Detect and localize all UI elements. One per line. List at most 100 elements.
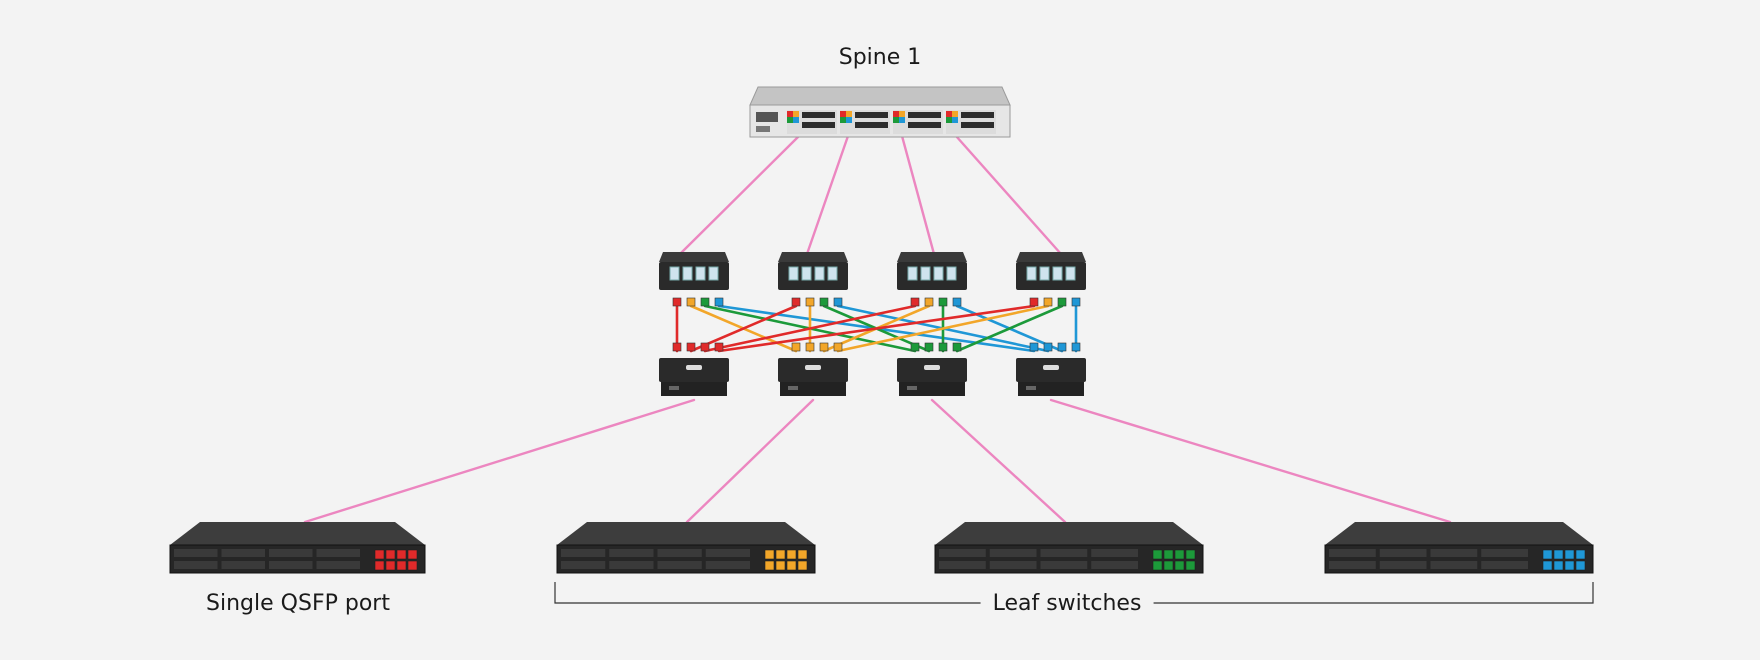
highlighted-port bbox=[385, 549, 396, 560]
cassette-top bbox=[659, 252, 729, 262]
highlighted-port bbox=[396, 560, 407, 571]
port-row bbox=[174, 561, 218, 569]
mpo-adapter bbox=[907, 266, 918, 281]
port-row bbox=[1329, 549, 1376, 557]
cables bbox=[303, 134, 1452, 524]
mpo-adapter bbox=[682, 266, 693, 281]
leaf-switch-2 bbox=[556, 522, 816, 574]
lane-port bbox=[893, 117, 899, 123]
lane-port bbox=[899, 117, 905, 123]
highlighted-port bbox=[1174, 549, 1185, 560]
lane-port bbox=[846, 117, 852, 123]
breakout-cassette bbox=[778, 252, 848, 307]
shuffle-fiber bbox=[836, 304, 1050, 353]
shuffle-fiber bbox=[703, 304, 917, 353]
combining-cassette bbox=[778, 342, 848, 396]
highlighted-port bbox=[1185, 560, 1196, 571]
highlighted-port bbox=[1564, 549, 1575, 560]
port-row bbox=[1430, 561, 1478, 569]
mgmt-port bbox=[756, 112, 778, 122]
trunk-cable bbox=[805, 134, 850, 256]
lc-port bbox=[1029, 297, 1039, 307]
lc-port bbox=[952, 342, 962, 352]
port-row bbox=[1379, 561, 1427, 569]
highlighted-port bbox=[786, 549, 797, 560]
mpo-adapter bbox=[1026, 266, 1037, 281]
lane-port bbox=[893, 111, 899, 117]
port-row bbox=[1091, 561, 1138, 569]
lc-port bbox=[714, 342, 724, 352]
highlighted-port bbox=[1152, 560, 1163, 571]
breakout-cassette bbox=[897, 252, 967, 307]
highlighted-port bbox=[374, 549, 385, 560]
lane-port bbox=[793, 111, 799, 117]
spine-top bbox=[749, 86, 1011, 106]
qsfp-slot bbox=[961, 112, 994, 118]
mpo-adapter bbox=[801, 266, 812, 281]
lane-port bbox=[840, 117, 846, 123]
mpo-adapter bbox=[924, 365, 940, 370]
lc-port bbox=[819, 297, 829, 307]
mpo-adapter bbox=[1043, 365, 1059, 370]
mpo-adapter bbox=[788, 266, 799, 281]
switch-top bbox=[1325, 522, 1593, 545]
lc-port bbox=[672, 297, 682, 307]
lc-port bbox=[833, 297, 843, 307]
qsfp-slot bbox=[855, 112, 888, 118]
spine-qsfp-group bbox=[840, 110, 890, 134]
port-row bbox=[1379, 549, 1427, 557]
lc-port bbox=[1029, 342, 1039, 352]
qsfp-slot bbox=[855, 122, 888, 128]
lc-port bbox=[819, 342, 829, 352]
lc-port bbox=[952, 297, 962, 307]
port-row bbox=[939, 549, 986, 557]
breakout-cassette bbox=[1016, 252, 1086, 307]
cassette-base bbox=[780, 382, 846, 396]
lane-port bbox=[793, 117, 799, 123]
highlighted-port bbox=[1174, 560, 1185, 571]
cassette-latch bbox=[907, 386, 917, 390]
lc-port bbox=[924, 297, 934, 307]
cassette-base bbox=[661, 382, 727, 396]
spine-label: Spine 1 bbox=[838, 45, 922, 70]
lc-port bbox=[1071, 297, 1081, 307]
mpo-adapter bbox=[946, 266, 957, 281]
lc-port bbox=[686, 297, 696, 307]
lc-port bbox=[1071, 342, 1081, 352]
port-row bbox=[657, 561, 702, 569]
combining-cassette bbox=[1016, 342, 1086, 396]
port-row bbox=[174, 549, 218, 557]
lc-port bbox=[700, 297, 710, 307]
port-row bbox=[316, 549, 360, 557]
lc-port bbox=[1057, 342, 1067, 352]
spine-qsfp-group bbox=[946, 110, 996, 134]
highlighted-port bbox=[1564, 560, 1575, 571]
switch-top bbox=[170, 522, 425, 545]
lane-port bbox=[787, 111, 793, 117]
port-row bbox=[221, 561, 265, 569]
mpo-adapter bbox=[1039, 266, 1050, 281]
lane-port bbox=[946, 117, 952, 123]
cassette-latch bbox=[1026, 386, 1036, 390]
spine-qsfp-group bbox=[893, 110, 943, 134]
leaf-switches-label: Leaf switches bbox=[980, 591, 1154, 616]
trunk-cable bbox=[1049, 398, 1452, 524]
lane-port bbox=[952, 111, 958, 117]
cassette-latch bbox=[788, 386, 798, 390]
lc-port bbox=[910, 297, 920, 307]
trunk-cable bbox=[685, 398, 815, 524]
lc-port bbox=[1043, 342, 1053, 352]
highlighted-port bbox=[1542, 560, 1553, 571]
port-row bbox=[1040, 549, 1088, 557]
highlighted-port bbox=[1542, 549, 1553, 560]
port-row bbox=[609, 549, 654, 557]
highlighted-port bbox=[775, 560, 786, 571]
highlighted-port bbox=[797, 549, 808, 560]
port-row bbox=[1481, 561, 1528, 569]
mpo-adapter bbox=[933, 266, 944, 281]
highlighted-port bbox=[1553, 549, 1564, 560]
port-row bbox=[269, 561, 313, 569]
lc-port bbox=[805, 342, 815, 352]
